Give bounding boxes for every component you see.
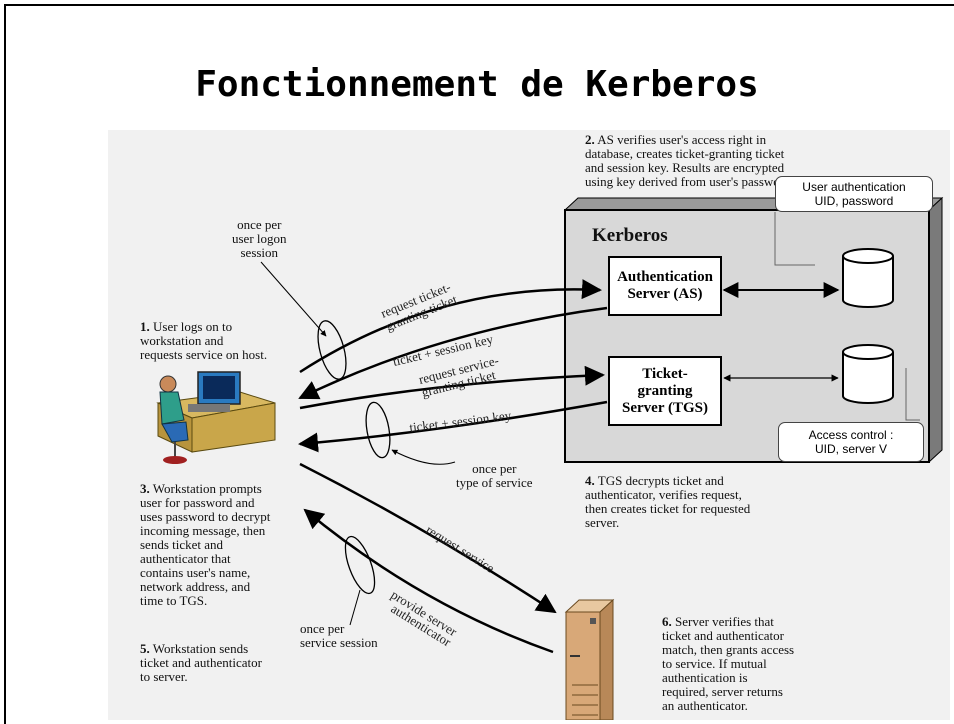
tgs-line-1: Ticket- <box>642 366 688 382</box>
slide-title: Fonctionnement de Kerberos <box>195 64 759 105</box>
step-4-text: 4. TGS decrypts ticket and authenticator… <box>585 473 751 530</box>
step-5-text: 5. Workstation sends ticket and authenti… <box>140 641 263 684</box>
as-line-1: Authentication <box>617 269 713 285</box>
arrow-request-tgt <box>299 279 602 374</box>
kerberos-label: Kerberos <box>592 225 668 246</box>
label-ticket-key-2: ticket + session key <box>409 408 513 435</box>
tgs-box: Ticket- granting Server (TGS) <box>608 356 722 426</box>
as-line-2: Server (AS) <box>627 286 703 302</box>
step-1-text: 1. User logs on to workstation and reque… <box>140 319 268 362</box>
workstation-user-icon <box>156 371 276 464</box>
arrow-ticket-key-2 <box>298 400 608 453</box>
step-2-text: 2. AS verifies user's access right in da… <box>585 132 794 189</box>
access-database-icon <box>842 344 894 404</box>
tgs-line-2: granting <box>637 383 693 399</box>
note-service-type: once per type of service <box>456 461 533 490</box>
arrow-request-sgt <box>299 365 605 410</box>
step-3-text: 3. Workstation prompts user for password… <box>140 481 271 608</box>
note-logon-session: once per user logon session <box>232 217 287 260</box>
user-database-icon <box>842 248 894 308</box>
tgs-line-3: Server (TGS) <box>622 400 708 416</box>
server-icon <box>564 598 615 720</box>
arrow-request-service <box>299 462 557 614</box>
step-6-text: 6. Server verifies that ticket and authe… <box>662 614 795 713</box>
arrow-provide-authenticator <box>303 508 554 654</box>
access-control-callout: Access control : UID, server V <box>778 422 924 462</box>
note-service-session: once per service session <box>300 621 378 650</box>
user-auth-callout: User authentication UID, password <box>775 176 933 212</box>
slide-frame <box>4 4 954 724</box>
arrow-ticket-key-1 <box>298 306 608 400</box>
authentication-server-box: Authentication Server (AS) <box>608 256 722 316</box>
label-request-service: request service <box>423 522 497 576</box>
